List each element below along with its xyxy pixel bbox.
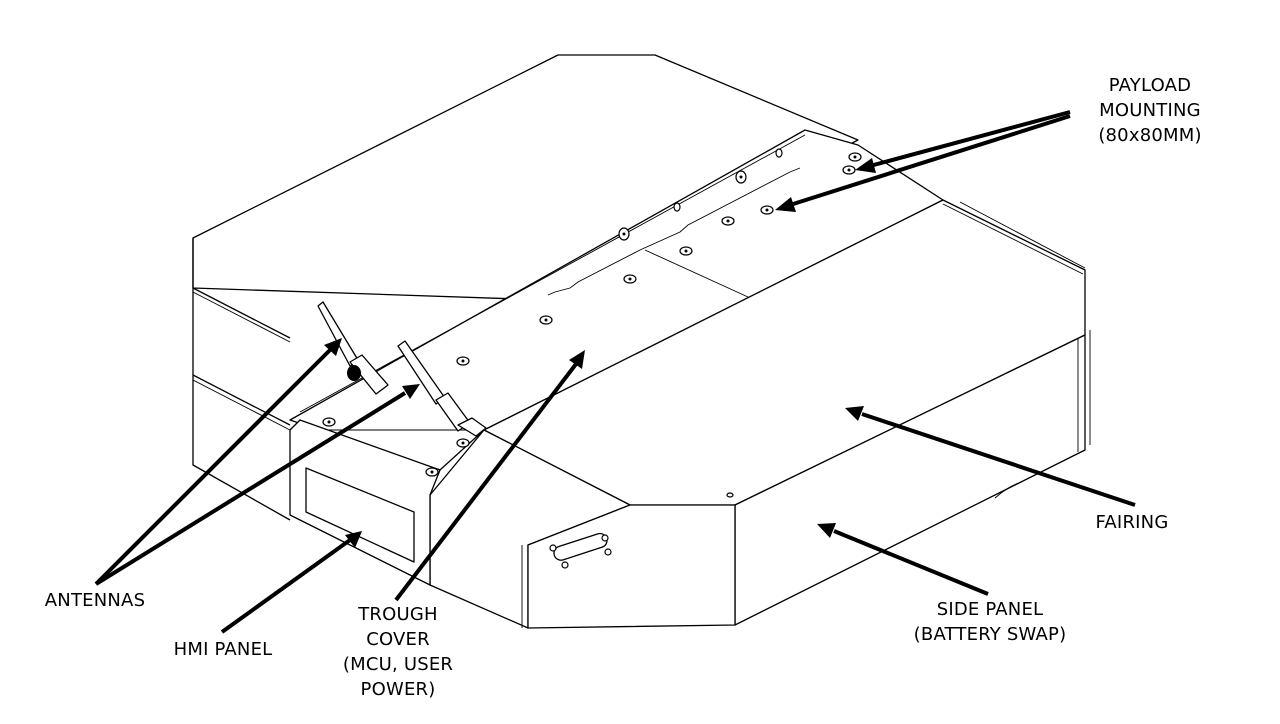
leader-trough <box>394 350 585 602</box>
bolts <box>322 148 862 498</box>
label-hmi-panel: HMI PANEL <box>173 639 273 660</box>
rear-body <box>192 54 859 521</box>
leader-hmi <box>220 531 362 634</box>
leader-antenna-1 <box>94 338 342 586</box>
label-fairing: FAIRING <box>1095 512 1169 533</box>
front-left-block <box>289 419 441 586</box>
label-trough-cover: TROUGH COVER (MCU, USER POWER) <box>342 604 454 700</box>
hmi-panel-window <box>305 467 415 563</box>
label-payload-mounting: PAYLOAD MOUNTING (80x80MM) <box>1098 75 1202 146</box>
antenna-right <box>397 340 487 437</box>
label-side-panel: SIDE PANEL (BATTERY SWAP) <box>913 599 1067 645</box>
leader-payload-2 <box>775 114 1071 212</box>
label-antennas: ANTENNAS <box>44 590 146 611</box>
leader-antenna-2 <box>94 384 420 586</box>
leader-side-panel <box>817 523 989 596</box>
leader-fairing <box>845 406 1136 507</box>
leader-payload-1 <box>855 110 1071 173</box>
front-right-block <box>429 429 736 629</box>
antenna-left <box>317 301 389 395</box>
